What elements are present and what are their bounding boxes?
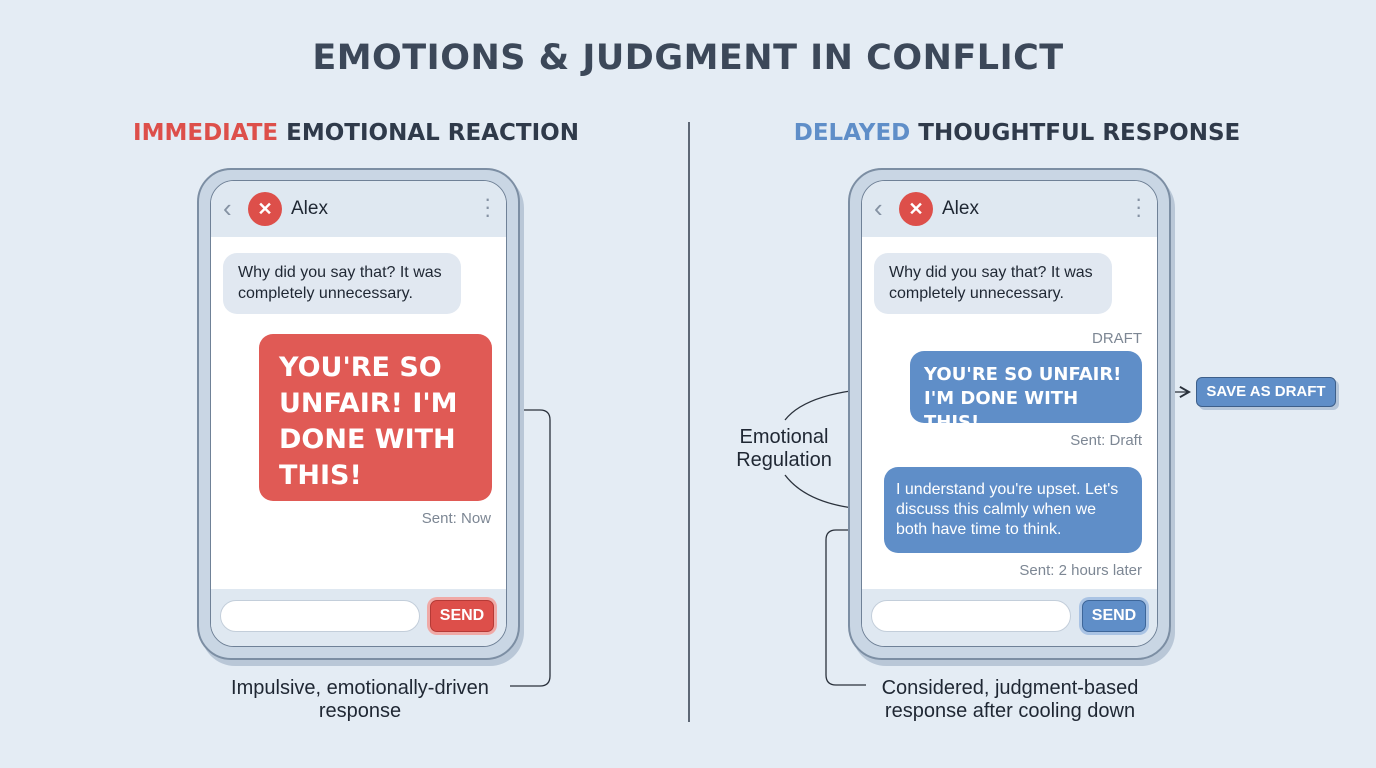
left-phone-screen: ‹ ✕ Alex ··· Why did you say that? It wa… — [210, 180, 507, 647]
right-phone: ‹ ✕ Alex ··· Why did you say that? It wa… — [848, 168, 1171, 660]
angry-face-icon: ✕ — [248, 192, 282, 226]
send-button[interactable]: SEND — [430, 600, 494, 632]
back-chevron-icon[interactable]: ‹ — [223, 193, 232, 223]
left-heading-rest: EMOTIONAL REACTION — [278, 120, 579, 146]
draft-label: DRAFT — [1092, 330, 1142, 347]
left-heading: IMMEDIATE EMOTIONAL REACTION — [96, 120, 616, 146]
compose-bar: SEND — [862, 589, 1157, 646]
left-caption-connector — [492, 409, 551, 687]
contact-name: Alex — [291, 198, 328, 219]
reply-status: Sent: 2 hours later — [1019, 562, 1142, 579]
right-heading: DELAYED THOUGHTFUL RESPONSE — [757, 120, 1277, 146]
calm-reply-message: I understand you're upset. Let's discuss… — [884, 467, 1142, 553]
left-caption: Impulsive, emotionally-driven response — [231, 677, 489, 722]
angry-face-icon: ✕ — [899, 192, 933, 226]
more-options-icon[interactable]: ··· — [1135, 186, 1143, 227]
page-title: EMOTIONS & JUDGMENT IN CONFLICT — [312, 38, 1064, 78]
message-input[interactable] — [220, 600, 420, 632]
emotional-regulation-label: Emotional Regulation — [736, 426, 832, 471]
back-chevron-icon[interactable]: ‹ — [874, 193, 883, 223]
divider — [688, 122, 690, 722]
send-button[interactable]: SEND — [1082, 600, 1146, 632]
incoming-message: Why did you say that? It was completely … — [874, 253, 1112, 314]
right-heading-rest: THOUGHTFUL RESPONSE — [910, 120, 1241, 146]
chat-header: ‹ ✕ Alex ··· — [211, 181, 506, 237]
outgoing-angry-message: YOU'RE SO UNFAIR! I'M DONE WITH THIS! — [259, 334, 492, 501]
message-input[interactable] — [871, 600, 1071, 632]
draft-status: Sent: Draft — [1070, 432, 1142, 449]
right-caption-connector — [825, 529, 884, 686]
left-phone: ‹ ✕ Alex ··· Why did you say that? It wa… — [197, 168, 520, 660]
chat-header: ‹ ✕ Alex ··· — [862, 181, 1157, 237]
right-phone-screen: ‹ ✕ Alex ··· Why did you say that? It wa… — [861, 180, 1158, 647]
sent-status: Sent: Now — [421, 510, 491, 527]
more-options-icon[interactable]: ··· — [484, 186, 492, 227]
right-caption: Considered, judgment-based response afte… — [881, 677, 1139, 722]
compose-bar: SEND — [211, 589, 506, 646]
incoming-message: Why did you say that? It was completely … — [223, 253, 461, 314]
save-as-draft-button[interactable]: SAVE AS DRAFT — [1196, 377, 1336, 407]
contact-name: Alex — [942, 198, 979, 219]
draft-message: YOU'RE SO UNFAIR! I'M DONE WITH THIS! — [910, 351, 1142, 433]
left-heading-accent: IMMEDIATE — [133, 120, 279, 146]
right-heading-accent: DELAYED — [793, 120, 911, 146]
